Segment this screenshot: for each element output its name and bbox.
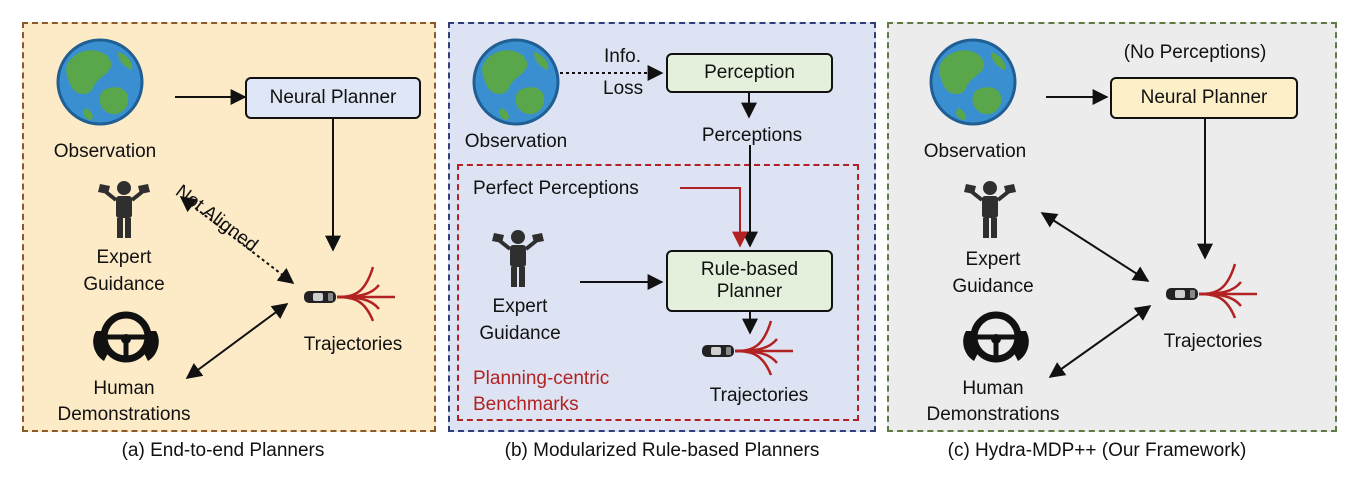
perception-node-label: Perception [704,62,795,83]
trajectories-label: Trajectories [1163,331,1263,352]
demonstrations-label: Demonstrations [926,404,1060,425]
car-icon [702,345,734,357]
info-label: Info. [604,46,641,67]
perception-node: Perception [666,53,833,93]
earth-globe-icon [472,38,560,126]
guidance-label-line3: Guidance [952,276,1034,297]
car-icon [1166,288,1198,300]
observation-label: Observation [464,131,568,152]
perceptions-label: Perceptions [701,125,803,146]
no-perceptions-label: (No Perceptions) [1123,42,1267,63]
demonstrations-label: Demonstrations [57,404,191,425]
trajectories-label: Trajectories [709,385,809,406]
expert-person-icon [962,179,1018,240]
car-icon [304,291,336,303]
observation-label: Observation [53,141,157,162]
benchmark-box [457,164,859,421]
expert-label-line2: Expert [492,296,548,317]
neural-planner-node: Neural Planner [245,77,421,119]
expert-label-line1: Expert [96,247,152,268]
human-label: Human [962,378,1024,399]
rule-based-label-line1: Rule-based [700,259,799,280]
trajectory-fan-icon [335,265,397,323]
human-label: Human [93,378,155,399]
caption-c: (c) Hydra-MDP++ (Our Framework) [947,440,1247,461]
caption-a: (a) End-to-end Planners [121,440,325,461]
steering-wheel-icon [963,315,1029,361]
earth-globe-icon [56,38,144,126]
rule-based-planner-node: Rule-based Planner [666,250,833,312]
expert-person-icon [490,228,546,289]
steering-wheel-icon [93,315,159,361]
expert-label-line3: Expert [965,249,1021,270]
earth-globe-icon [929,38,1017,126]
neural-planner-label: Neural Planner [269,87,397,108]
trajectory-fan-icon [733,319,795,377]
caption-b: (b) Modularized Rule-based Planners [504,440,820,461]
guidance-label-line1: Guidance [83,274,165,295]
trajectory-fan-icon [1197,262,1259,320]
benchmarks-label: Benchmarks [473,394,579,415]
trajectories-label: Trajectories [303,334,403,355]
planning-centric-label: Planning-centric [473,368,610,389]
guidance-label-line2: Guidance [479,323,561,344]
rule-based-label-line2: Planner [716,281,783,302]
neural-planner-node: Neural Planner [1110,77,1298,119]
loss-label: Loss [603,78,644,99]
observation-label: Observation [923,141,1027,162]
perfect-perceptions-label: Perfect Perceptions [473,178,639,199]
expert-person-icon [96,179,152,240]
neural-planner-label: Neural Planner [1140,87,1268,108]
